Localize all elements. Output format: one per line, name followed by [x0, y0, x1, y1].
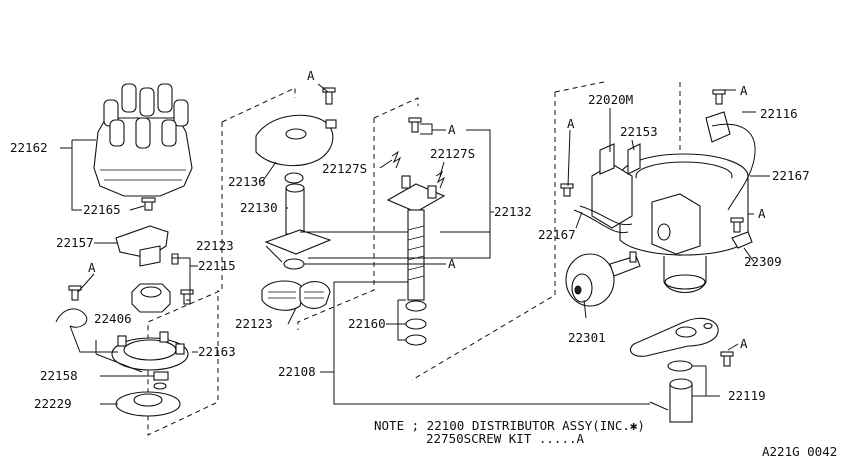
callout-22127s-left: 22127S — [322, 161, 367, 176]
callout-22157: 22157 — [56, 235, 94, 250]
clip-part — [171, 253, 179, 265]
callout-22167-right: 22167 — [772, 168, 810, 183]
spacer-block-part — [153, 371, 169, 381]
distributor-housing-part — [619, 153, 749, 294]
terminal-part — [730, 217, 753, 249]
governor-plate-part — [386, 175, 446, 213]
callout-22123-lower: 22123 — [235, 316, 273, 331]
screw-part-top — [322, 87, 336, 105]
cap-clip-part — [705, 111, 756, 211]
washer-part-22130 — [284, 172, 304, 184]
vacuum-unit-part — [565, 251, 641, 307]
cam-shaft-part — [264, 183, 332, 255]
callout-22163: 22163 — [198, 344, 236, 359]
rotor-part — [115, 225, 169, 267]
washer-part-22123 — [283, 258, 305, 270]
dashed-outline-center — [297, 97, 419, 330]
callout-22115: 22115 — [198, 258, 236, 273]
breaker-plate-part — [255, 114, 337, 167]
diagram-code: A221G 0042 — [762, 444, 837, 459]
leader-lines — [60, 83, 770, 405]
distributor-cap-part — [93, 83, 193, 197]
washer-part-22160-a — [405, 300, 427, 312]
screw-part-right-top — [712, 89, 726, 105]
marker-a-flange: A — [740, 336, 748, 351]
screw-part-left-a — [68, 285, 82, 301]
cap-screw-part — [141, 197, 156, 211]
callout-22160: 22160 — [348, 316, 386, 331]
callout-22167-left: 22167 — [538, 227, 576, 242]
marker-a-top: A — [307, 68, 315, 83]
wire-part — [573, 205, 633, 234]
callout-22108: 22108 — [278, 364, 316, 379]
spring-clip-part — [55, 308, 88, 328]
screw-part-left-b — [180, 289, 194, 305]
marker-a-terminal: A — [758, 206, 766, 221]
callout-22309: 22309 — [744, 254, 782, 269]
callout-22158: 22158 — [40, 368, 78, 383]
callout-22020m: 22020M — [588, 92, 633, 107]
marker-a-center-upper: A — [448, 122, 456, 137]
pin-part — [649, 401, 669, 411]
callout-22130: 22130 — [240, 200, 278, 215]
note-line-1: NOTE ; 22100 DISTRIBUTOR ASSY(INC.✱) — [374, 418, 645, 433]
callout-22136: 22136 — [228, 174, 266, 189]
main-shaft-part — [407, 209, 425, 301]
callout-22123-upper: 22123 — [196, 238, 234, 253]
mounting-flange-part — [629, 317, 719, 357]
marker-a-clip: A — [740, 83, 748, 98]
callout-22132: 22132 — [494, 204, 532, 219]
callout-22153: 22153 — [620, 124, 658, 139]
callout-22127s-right: 22127S — [430, 146, 475, 161]
callout-22119: 22119 — [728, 388, 766, 403]
pickup-base-part — [111, 331, 189, 371]
shaft-collar-part — [131, 283, 171, 313]
bottom-plate-part — [115, 382, 181, 417]
spring-part-right — [435, 170, 446, 189]
screw-part-housing-left — [560, 183, 574, 197]
screw-part-center — [408, 117, 422, 133]
washer-part-22119 — [667, 360, 693, 372]
dashed-outline-left — [147, 87, 296, 436]
ignition-module-part — [591, 143, 641, 229]
drive-gear-part — [669, 378, 693, 423]
washer-part-22160-b — [405, 318, 427, 330]
callout-22162: 22162 — [10, 140, 48, 155]
callout-22165: 22165 — [83, 202, 121, 217]
washer-part-22160-c — [405, 334, 427, 346]
spring-part-left — [391, 150, 402, 169]
callout-22229: 22229 — [34, 396, 72, 411]
governor-weights-part — [261, 280, 331, 311]
marker-a-center-lower: A — [448, 256, 456, 271]
callout-22406: 22406 — [94, 311, 132, 326]
note-line-2: 22750SCREW KIT .....A — [426, 431, 585, 446]
marker-a-housing: A — [567, 116, 575, 131]
marker-a-left: A — [88, 260, 96, 275]
callout-22301: 22301 — [568, 330, 606, 345]
callout-22116: 22116 — [760, 106, 798, 121]
screw-part-flange — [720, 351, 734, 367]
